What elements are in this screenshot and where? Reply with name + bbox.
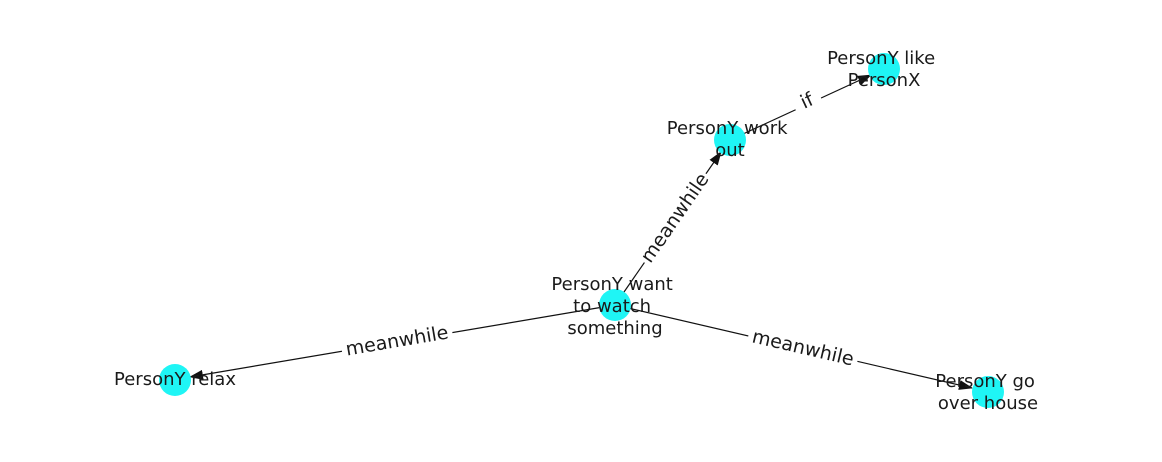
edge-label-center-house: meanwhile bbox=[750, 326, 856, 371]
node-house bbox=[972, 376, 1004, 408]
node-center bbox=[599, 289, 631, 321]
nodes bbox=[159, 53, 1004, 408]
edges bbox=[189, 74, 973, 390]
node-label-workout: PersonY work out bbox=[667, 118, 794, 161]
node-labels: PersonY want to watch something PersonY … bbox=[114, 48, 1040, 414]
node-like bbox=[868, 53, 900, 85]
node-label-relax: PersonY relax bbox=[114, 369, 236, 390]
node-workout bbox=[714, 124, 746, 156]
node-label-like: PersonY like PersonX bbox=[827, 48, 941, 91]
edge-label-center-workout: meanwhile bbox=[636, 169, 713, 267]
node-label-house: PersonY go over house bbox=[935, 371, 1040, 414]
node-label-center: PersonY want to watch something bbox=[551, 274, 678, 339]
node-relax bbox=[159, 364, 191, 396]
edge-label-center-relax: meanwhile bbox=[344, 322, 450, 361]
